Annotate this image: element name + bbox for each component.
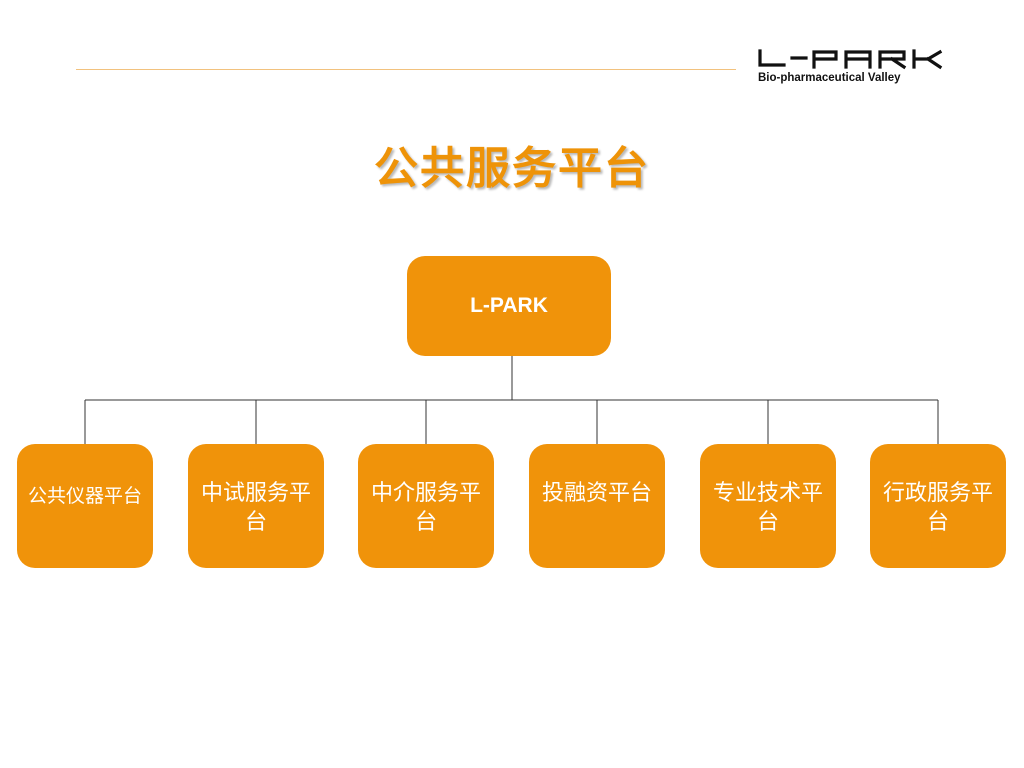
child-node-label: 投融资平台 <box>541 481 652 506</box>
child-node-label: 行政服务平台 <box>882 481 993 535</box>
child-node-investment-financing-platform: 投融资平台 <box>529 444 665 568</box>
child-node-label: 中试服务平台 <box>200 481 311 535</box>
child-node-label: 中介服务平台 <box>370 481 481 535</box>
child-node-technical-platform: 专业技术平台 <box>700 444 836 568</box>
logo-subtitle: Bio-pharmaceutical Valley <box>758 72 901 84</box>
l-park-logo: Bio-pharmaceutical Valley <box>756 48 952 92</box>
root-node-label: L-PARK <box>470 294 548 318</box>
child-node-instrument-platform: 公共仪器平台 <box>17 444 153 568</box>
child-node-administrative-service-platform: 行政服务平台 <box>870 444 1006 568</box>
child-node-label: 公共仪器平台 <box>27 485 142 507</box>
page-title: 公共服务平台 <box>374 143 650 194</box>
child-node-pilot-service-platform: 中试服务平台 <box>188 444 324 568</box>
logo-wordmark <box>758 49 943 70</box>
header-rule <box>76 69 736 70</box>
child-node-label: 专业技术平台 <box>712 481 823 535</box>
root-node-l-park: L-PARK <box>407 256 611 356</box>
child-node-intermediary-service-platform: 中介服务平台 <box>358 444 494 568</box>
